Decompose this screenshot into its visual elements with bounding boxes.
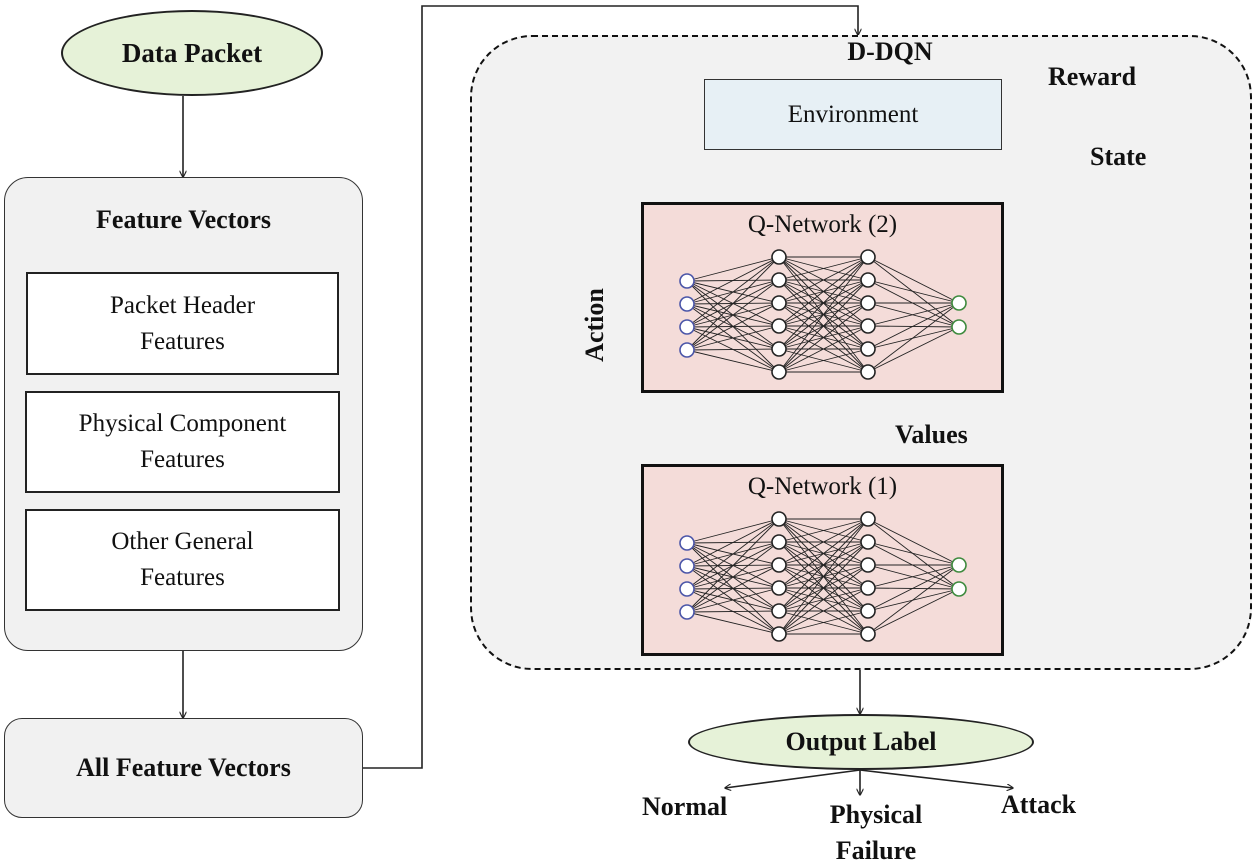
output-label-node: Output Label [688,714,1034,770]
output-node [951,581,967,597]
hidden-node [771,341,787,357]
reward-label: Reward [1048,62,1137,91]
hidden-node [860,364,876,380]
network-connections [686,518,960,635]
q-network-2-box: Q-Network (2) [641,202,1004,393]
hidden-node [771,557,787,573]
physical-component-features-box: Physical Component Features [25,391,340,493]
feature-label-line2: Features [140,564,225,591]
hidden-node [860,341,876,357]
arrow-all-to-ddqn [363,5,858,769]
hidden-node [771,364,787,380]
neural-network-icon [679,249,967,380]
hidden-node [771,272,787,288]
output-class-line1: Physical [829,800,923,829]
data-packet-label: Data Packet [121,37,263,68]
hidden-node [771,534,787,550]
input-node [679,581,695,597]
input-node [679,558,695,574]
input-node [679,535,695,551]
input-node [679,273,695,289]
hidden-node [860,626,876,642]
neural-network-icon [679,511,967,642]
output-class-normal: Normal [642,792,728,821]
input-node [679,604,695,620]
feature-label-line2: Features [140,446,225,473]
hidden-node [860,272,876,288]
input-node [679,319,695,335]
other-general-features-box: Other General Features [25,509,340,611]
arrow-output-to-attack [859,769,1013,788]
all-feature-vectors-label: All Feature Vectors [76,753,291,782]
action-label: Action [580,288,609,362]
hidden-node [860,295,876,311]
output-class-physical-failure: Physical Failure [816,797,936,863]
hidden-node [860,318,876,334]
feature-label-line1: Packet Header [109,291,256,319]
feature-label-line1: Other General [111,528,254,555]
output-class-line2: Failure [835,836,917,863]
values-label: Values [895,420,968,449]
output-node [951,295,967,311]
hidden-node [771,249,787,265]
environment-label: Environment [787,100,919,128]
hidden-node [860,511,876,527]
ddqn-title: D-DQN [847,37,933,66]
state-label: State [1090,142,1147,171]
hidden-node [771,511,787,527]
q-network-1-title: Q-Network (1) [747,473,898,500]
output-node [951,319,967,335]
output-label-text: Output Label [785,727,937,756]
input-node [679,296,695,312]
data-packet-node: Data Packet [61,10,323,96]
hidden-node [771,295,787,311]
environment-box: Environment [704,79,1002,150]
output-node [951,557,967,573]
q-network-2-title: Q-Network (2) [747,211,898,238]
network-connections [686,256,960,373]
q-network-1-box: Q-Network (1) [641,464,1004,656]
hidden-node [860,580,876,596]
all-feature-vectors-node: All Feature Vectors [4,718,363,818]
hidden-node [771,318,787,334]
feature-vectors-title: Feature Vectors [96,205,271,234]
hidden-node [860,534,876,550]
hidden-node [860,249,876,265]
feature-label-line2: Features [140,327,225,355]
output-class-attack: Attack [1001,790,1077,819]
arrow-output-to-normal [725,769,861,788]
feature-label-line1: Physical Component [78,410,287,437]
hidden-node [771,603,787,619]
hidden-node [771,626,787,642]
hidden-node [860,603,876,619]
packet-header-features-box: Packet Header Features [26,272,339,375]
hidden-node [771,580,787,596]
input-node [679,342,695,358]
hidden-node [860,557,876,573]
